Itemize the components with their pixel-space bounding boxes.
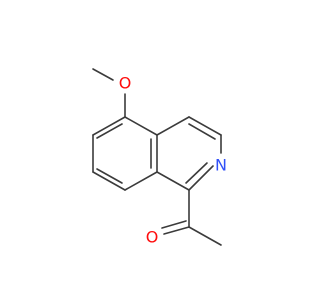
bond-methyl-o	[92, 68, 114, 81]
bond-c7-c8-inner	[96, 168, 123, 184]
bond-c8-c8a	[124, 171, 158, 191]
bond-c4-c3	[188, 116, 222, 136]
molecule-structure: O N O	[92, 68, 227, 247]
atom-label-nitrogen: N	[215, 156, 227, 175]
bond-c5-c6	[92, 116, 126, 136]
bond-c4a-c5	[124, 116, 158, 136]
bond-c1-c8a	[156, 171, 190, 191]
bond-c7-c8	[92, 171, 126, 191]
atom-label-oxygen-methoxy: O	[119, 74, 132, 93]
bond-c5-c6-inner	[96, 123, 123, 139]
bond-carbonyl-double-b	[161, 220, 187, 229]
bond-c4-c3-inner	[188, 123, 216, 140]
bond-carbonyl-double-a	[163, 226, 190, 235]
bond-n2-c1-inner	[185, 162, 208, 184]
bond-carbonyl-methyl	[188, 226, 222, 246]
atom-label-oxygen-carbonyl: O	[146, 228, 159, 247]
bond-c4a-c4	[156, 116, 190, 136]
bond-n2-c1	[188, 165, 214, 191]
molecule-canvas: O N O	[92, 68, 227, 247]
